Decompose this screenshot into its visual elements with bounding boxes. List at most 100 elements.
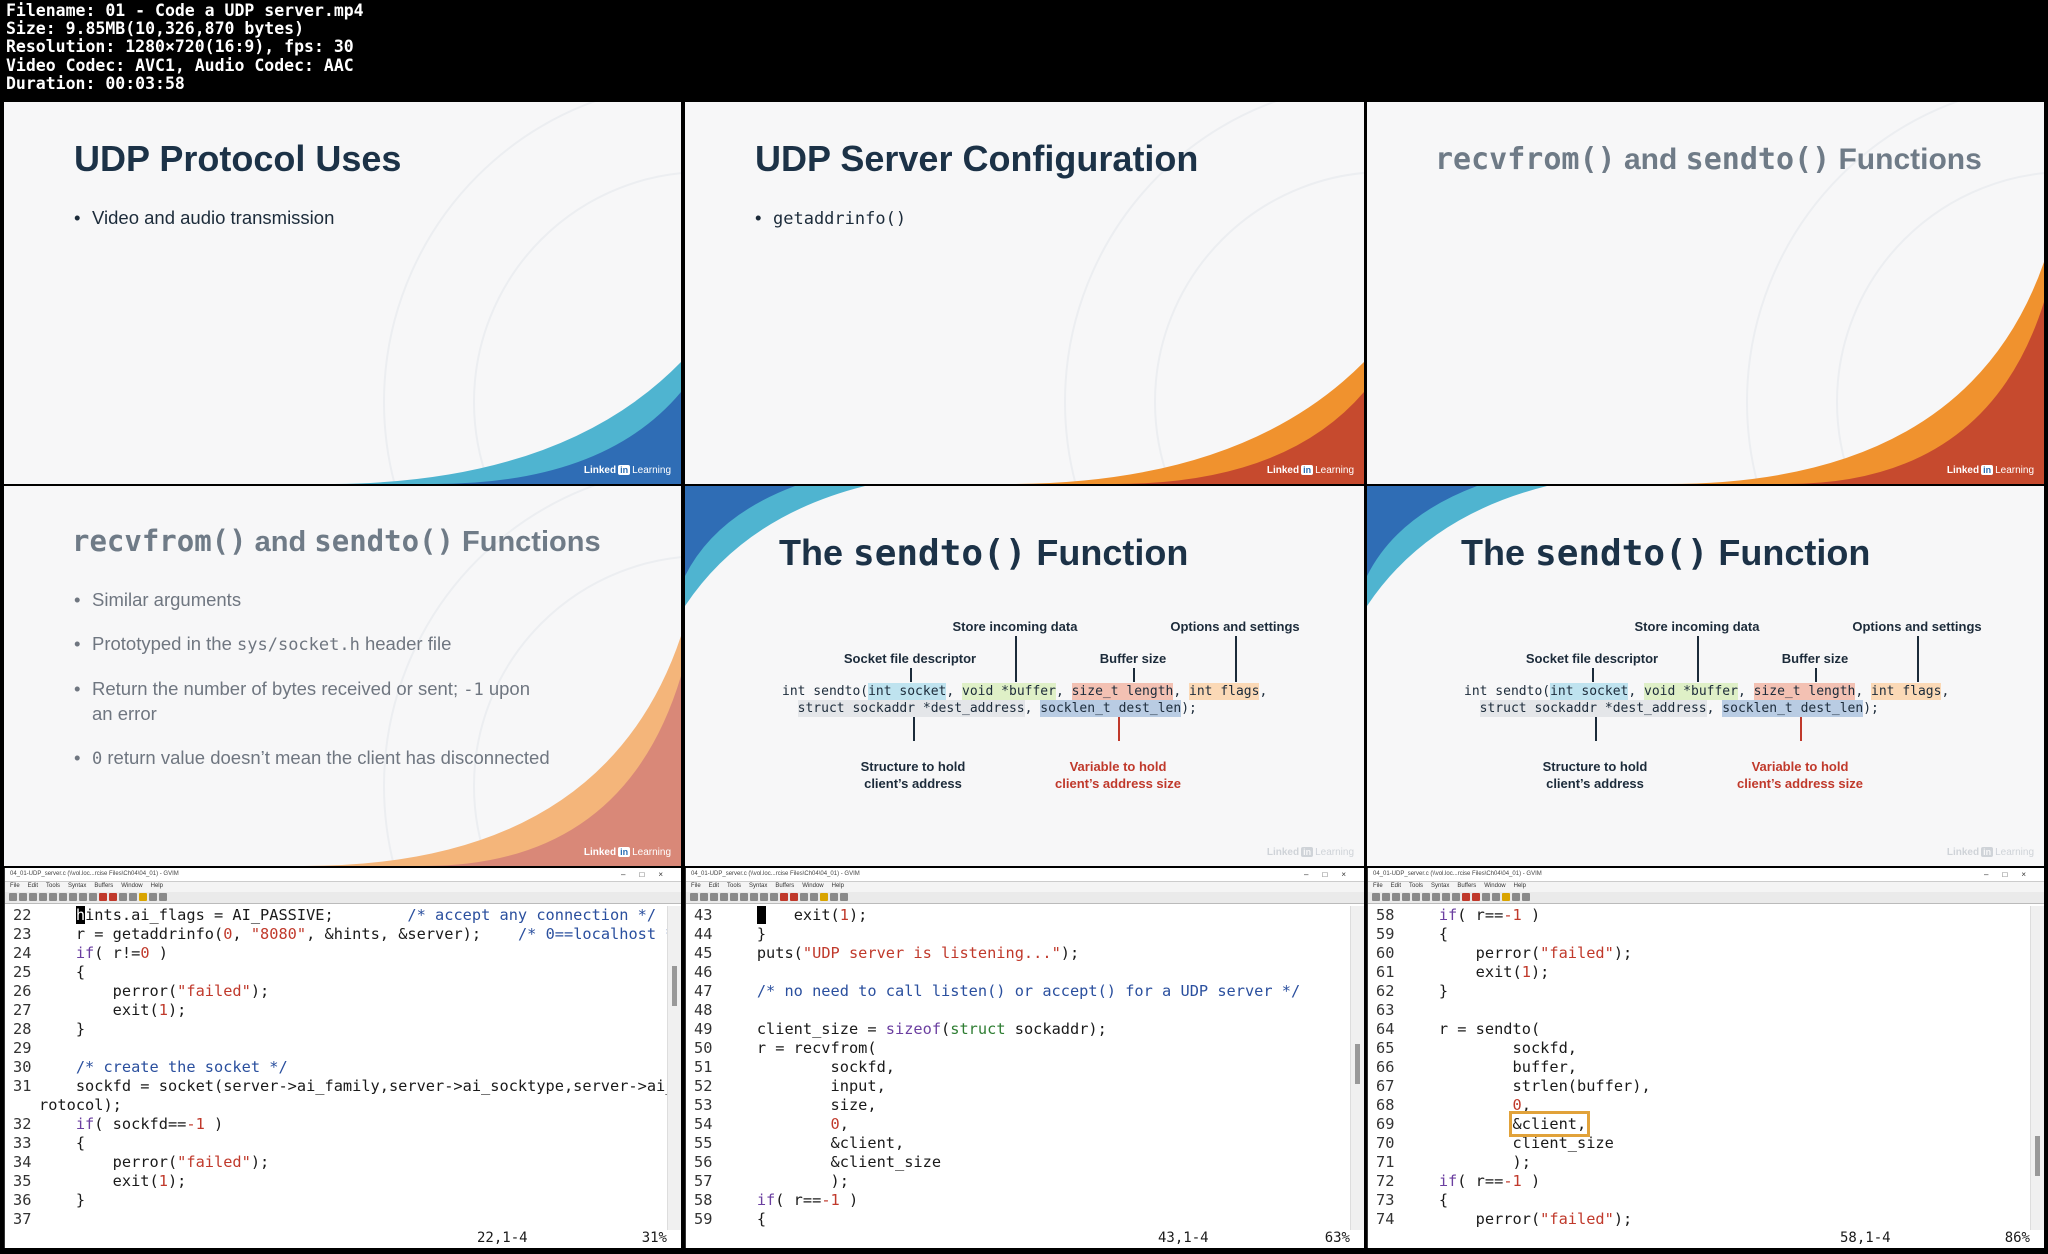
code-line[interactable]: 63 — [1368, 1001, 2030, 1020]
open-icon[interactable] — [9, 893, 17, 901]
menu-item-help[interactable]: Help — [150, 883, 163, 889]
code-line[interactable]: 72 if( r==-1 ) — [1368, 1172, 2030, 1191]
code-line[interactable]: 59 { — [1368, 925, 2030, 944]
code-line[interactable]: 54 0, — [686, 1115, 1350, 1134]
menu-item-syntax[interactable]: Syntax — [1431, 883, 1450, 889]
menu-item-file[interactable]: File — [1373, 883, 1383, 889]
code-line[interactable]: 22 hints.ai_flags = AI_PASSIVE; /* accep… — [5, 906, 667, 925]
find-icon[interactable] — [1462, 893, 1470, 901]
code-line[interactable]: 43 exit(1); — [686, 906, 1350, 925]
find-icon[interactable] — [99, 893, 107, 901]
code-line[interactable]: 47 /* no need to call listen() or accept… — [686, 982, 1350, 1001]
redo-icon[interactable] — [740, 893, 748, 901]
undo-icon[interactable] — [1412, 893, 1420, 901]
save-icon[interactable] — [1382, 893, 1390, 901]
open-icon[interactable] — [1372, 893, 1380, 901]
code-line[interactable]: 27 exit(1); — [5, 1001, 667, 1020]
open-icon[interactable] — [690, 893, 698, 901]
find-icon[interactable] — [780, 893, 788, 901]
print-icon[interactable] — [39, 893, 47, 901]
menu-item-help[interactable]: Help — [831, 883, 844, 889]
save-all-icon[interactable] — [710, 893, 718, 901]
code-line[interactable]: 45 puts("UDP server is listening..."); — [686, 944, 1350, 963]
menu-item-edit[interactable]: Edit — [27, 883, 39, 889]
code-editor[interactable]: 58 if( r==-1 )59 {60 perror("failed");61… — [1368, 906, 2030, 1229]
code-line[interactable]: 57 ); — [686, 1172, 1350, 1191]
find-help-icon[interactable] — [159, 893, 167, 901]
help-icon[interactable] — [830, 893, 838, 901]
undo-icon[interactable] — [730, 893, 738, 901]
code-line[interactable]: 55 &client, — [686, 1134, 1350, 1153]
copy-icon[interactable] — [79, 893, 87, 901]
menu-item-syntax[interactable]: Syntax — [68, 883, 87, 889]
save-icon[interactable] — [19, 893, 27, 901]
window-controls-icon[interactable]: –□× — [1304, 870, 1360, 879]
cut-icon[interactable] — [69, 893, 77, 901]
code-line[interactable]: 44 } — [686, 925, 1350, 944]
menu-item-file[interactable]: File — [10, 883, 20, 889]
code-line[interactable]: 24 if( r!=0 ) — [5, 944, 667, 963]
code-line[interactable]: 64 r = sendto( — [1368, 1020, 2030, 1039]
code-line[interactable]: 35 exit(1); — [5, 1172, 667, 1191]
replace-icon[interactable] — [790, 893, 798, 901]
code-editor[interactable]: 43 exit(1);44 }45 puts("UDP server is li… — [686, 906, 1350, 1229]
code-line[interactable]: 61 exit(1); — [1368, 963, 2030, 982]
menu-item-window[interactable]: Window — [802, 883, 824, 889]
code-line[interactable]: rotocol); — [5, 1096, 667, 1115]
save-session-icon[interactable] — [810, 893, 818, 901]
replace-icon[interactable] — [109, 893, 117, 901]
make-icon[interactable] — [1502, 893, 1510, 901]
window-controls-icon[interactable]: –□× — [621, 870, 677, 879]
code-line[interactable]: 28 } — [5, 1020, 667, 1039]
code-line[interactable]: 73 { — [1368, 1191, 2030, 1210]
code-line[interactable]: 34 perror("failed"); — [5, 1153, 667, 1172]
make-icon[interactable] — [820, 893, 828, 901]
save-icon[interactable] — [700, 893, 708, 901]
copy-icon[interactable] — [760, 893, 768, 901]
replace-icon[interactable] — [1472, 893, 1480, 901]
vertical-scrollbar[interactable] — [2030, 906, 2044, 1230]
menu-item-tools[interactable]: Tools — [46, 883, 61, 889]
redo-icon[interactable] — [59, 893, 67, 901]
save-all-icon[interactable] — [1392, 893, 1400, 901]
code-line[interactable]: 58 if( r==-1 ) — [1368, 906, 2030, 925]
print-icon[interactable] — [720, 893, 728, 901]
menu-item-buffers[interactable]: Buffers — [775, 883, 795, 889]
paste-icon[interactable] — [89, 893, 97, 901]
code-line[interactable]: 58 if( r==-1 ) — [686, 1191, 1350, 1210]
code-line[interactable]: 70 client_size — [1368, 1134, 2030, 1153]
menu-item-window[interactable]: Window — [121, 883, 143, 889]
vertical-scrollbar[interactable] — [1350, 906, 1364, 1230]
code-line[interactable]: 25 { — [5, 963, 667, 982]
scrollbar-thumb[interactable] — [1355, 1044, 1360, 1084]
scrollbar-thumb[interactable] — [672, 966, 677, 1006]
find-help-icon[interactable] — [1522, 893, 1530, 901]
menu-item-buffers[interactable]: Buffers — [94, 883, 114, 889]
copy-icon[interactable] — [1442, 893, 1450, 901]
code-line[interactable]: 36 } — [5, 1191, 667, 1210]
code-line[interactable]: 74 perror("failed"); — [1368, 1210, 2030, 1229]
code-line[interactable]: 30 /* create the socket */ — [5, 1058, 667, 1077]
code-line[interactable]: 62 } — [1368, 982, 2030, 1001]
paste-icon[interactable] — [770, 893, 778, 901]
undo-icon[interactable] — [49, 893, 57, 901]
vertical-scrollbar[interactable] — [667, 906, 681, 1230]
cut-icon[interactable] — [750, 893, 758, 901]
menu-item-file[interactable]: File — [691, 883, 701, 889]
code-line[interactable]: 71 ); — [1368, 1153, 2030, 1172]
code-line[interactable]: 69 &client, — [1368, 1111, 2030, 1137]
code-line[interactable]: 23 r = getaddrinfo(0, "8080", &hints, &s… — [5, 925, 681, 944]
code-line[interactable]: 49 client_size = sizeof(struct sockaddr)… — [686, 1020, 1350, 1039]
window-controls-icon[interactable]: –□× — [1984, 870, 2040, 879]
code-line[interactable]: 31 sockfd = socket(server->ai_family,ser… — [5, 1077, 681, 1096]
code-line[interactable]: 53 size, — [686, 1096, 1350, 1115]
menu-item-help[interactable]: Help — [1513, 883, 1526, 889]
load-session-icon[interactable] — [1482, 893, 1490, 901]
help-icon[interactable] — [1512, 893, 1520, 901]
paste-icon[interactable] — [1452, 893, 1460, 901]
make-icon[interactable] — [139, 893, 147, 901]
code-line[interactable]: 68 0, — [1368, 1096, 2030, 1115]
code-line[interactable]: 59 { — [686, 1210, 1350, 1229]
code-line[interactable]: 60 perror("failed"); — [1368, 944, 2030, 963]
menu-item-edit[interactable]: Edit — [1390, 883, 1402, 889]
